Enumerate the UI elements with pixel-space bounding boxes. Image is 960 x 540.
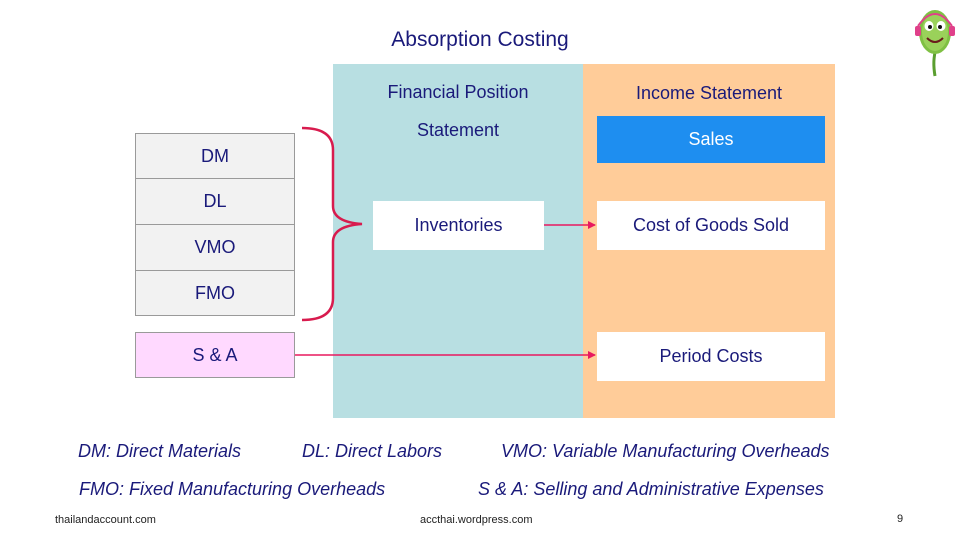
sales-box: Sales — [597, 116, 825, 163]
inventories-box: Inventories — [373, 201, 544, 250]
period-costs-box: Period Costs — [597, 332, 825, 381]
cost-fmo: FMO — [135, 270, 295, 316]
legend-vmo: VMO: Variable Manufacturing Overheads — [501, 441, 830, 461]
legend-sa: S & A: Selling and Administrative Expens… — [478, 479, 824, 499]
legend-dm: DM: Direct Materials — [78, 441, 242, 461]
financial-position-header-line2: Statement — [416, 120, 500, 140]
cost-vmo: VMO — [135, 224, 295, 271]
mascot-logo — [915, 10, 955, 77]
page-number: 9 — [897, 513, 904, 525]
cost-sa: S & A — [135, 332, 295, 378]
cost-dm: DM — [135, 133, 295, 179]
financial-position-header-line1: Financial Position — [387, 82, 529, 102]
legend-dl: DL: Direct Labors — [302, 441, 443, 461]
income-statement-header: Income Statement — [635, 83, 783, 103]
diagram-title: Absorption Costing — [391, 28, 569, 51]
legend-fmo: FMO: Fixed Manufacturing Overheads — [79, 479, 386, 499]
cogs-box: Cost of Goods Sold — [597, 201, 825, 250]
footer-left: thailandaccount.com — [55, 514, 156, 526]
bracket-brace — [301, 126, 363, 322]
footer-center: accthai.wordpress.com — [420, 514, 533, 526]
